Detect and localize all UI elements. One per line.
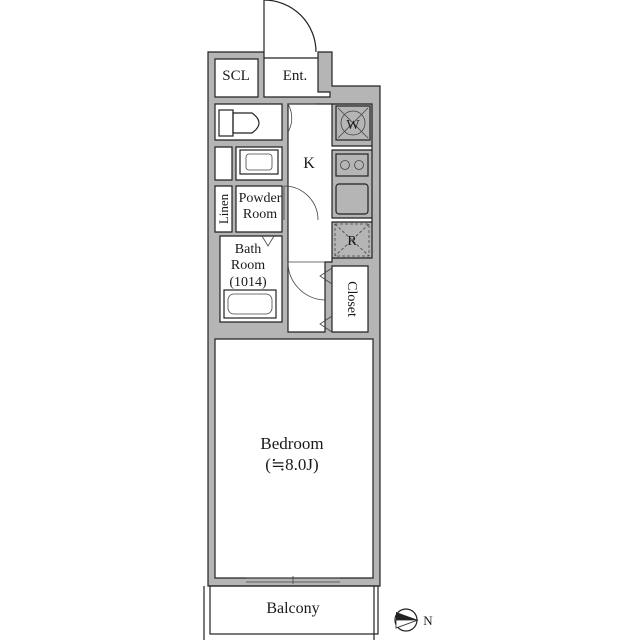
bedroom-size-label: (≒8.0J) — [265, 455, 318, 474]
kitchen-sink — [335, 183, 369, 215]
entrance-door — [263, 0, 317, 53]
toilet-fixture — [218, 109, 260, 137]
hall-door — [287, 261, 326, 301]
balcony-area — [203, 576, 379, 640]
bath-room-label-1: Bath — [235, 242, 261, 257]
bedroom-label: Bedroom — [260, 434, 323, 453]
wash-basin — [239, 149, 279, 175]
refrigerator-label: R — [347, 234, 357, 249]
powder-room-label-1: Powder — [239, 191, 282, 206]
closet-door — [319, 267, 333, 333]
bath-room-label-2: Room — [231, 258, 265, 273]
bath-tub — [223, 289, 277, 319]
stove-top — [335, 153, 369, 177]
kitchen-label: K — [303, 155, 315, 172]
washer-label: W — [346, 118, 360, 133]
refrigerator-space — [334, 223, 370, 257]
bath-size-label: (1014) — [229, 275, 267, 290]
powder-room-door — [283, 185, 319, 221]
linen-label: Linen — [216, 193, 231, 224]
scl-label: SCL — [222, 68, 250, 84]
closet-label: Closet — [344, 281, 359, 317]
washer-space — [335, 105, 371, 141]
north-compass-icon — [394, 608, 419, 632]
exterior-walls — [207, 51, 381, 587]
entrance-label: Ent. — [283, 68, 308, 84]
powder-room-label-2: Room — [243, 207, 277, 222]
balcony-label: Balcony — [266, 600, 319, 617]
north-label: N — [423, 613, 433, 628]
toilet-door — [287, 103, 316, 133]
bath-door — [261, 235, 275, 247]
